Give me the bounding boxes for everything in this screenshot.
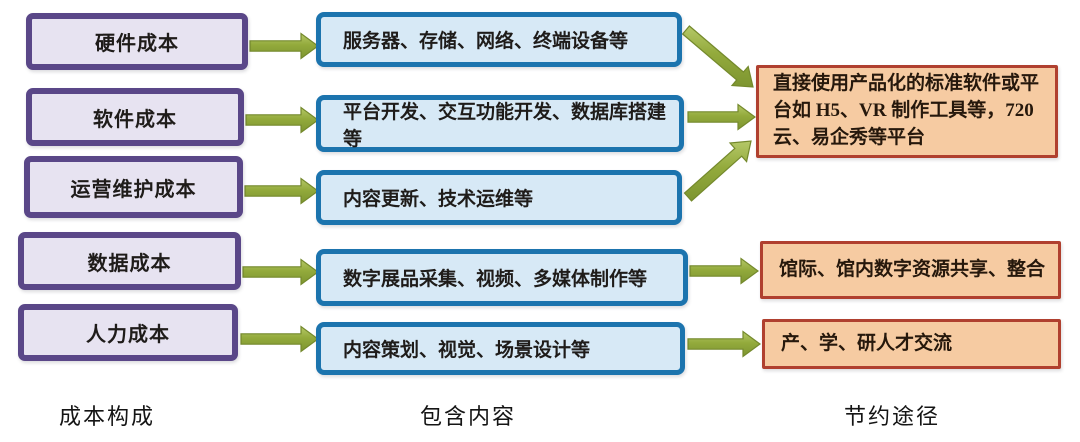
column-label-contents: 包含内容 xyxy=(419,404,516,429)
content-box-planning: 内容策划、视觉、场景设计等 xyxy=(316,322,685,375)
content-box-platform-dev: 平台开发、交互功能开发、数据库搭建等 xyxy=(316,95,684,152)
arrow-servers-to-savings1 xyxy=(681,25,754,88)
arrow-hardware-to-contents xyxy=(249,32,320,60)
cost-box-operations: 运营维护成本 xyxy=(24,156,243,218)
content-box-servers: 服务器、存储、网络、终端设备等 xyxy=(316,12,682,67)
column-label-costs: 成本构成 xyxy=(58,404,155,429)
arrow-operations-to-contents xyxy=(244,177,320,205)
content-box-maintenance: 内容更新、技术运维等 xyxy=(316,170,682,225)
cost-box-data: 数据成本 xyxy=(18,232,241,290)
content-box-exhibits: 数字展品采集、视频、多媒体制作等 xyxy=(316,249,688,306)
saving-box-resource-sharing: 馆际、馆内数字资源共享、整合 xyxy=(760,241,1061,299)
cost-box-manpower: 人力成本 xyxy=(18,304,238,361)
cost-box-software: 软件成本 xyxy=(26,88,244,146)
arrow-maintenance-to-savings1 xyxy=(683,140,752,202)
arrow-exhibits-to-savings2 xyxy=(689,257,760,285)
arrow-data-to-contents xyxy=(242,258,320,286)
saving-box-standard-software: 直接使用产品化的标准软件或平台如 H5、VR 制作工具等，720 云、易企秀等平… xyxy=(756,65,1058,158)
column-label-savings: 节约途径 xyxy=(843,404,940,429)
arrow-manpower-to-contents xyxy=(240,325,320,353)
cost-box-hardware: 硬件成本 xyxy=(26,13,248,70)
arrow-software-to-contents xyxy=(245,106,320,134)
arrow-platform-to-savings1 xyxy=(687,103,757,131)
arrow-planning-to-savings3 xyxy=(687,330,762,358)
saving-box-talent-exchange: 产、学、研人才交流 xyxy=(762,319,1061,369)
